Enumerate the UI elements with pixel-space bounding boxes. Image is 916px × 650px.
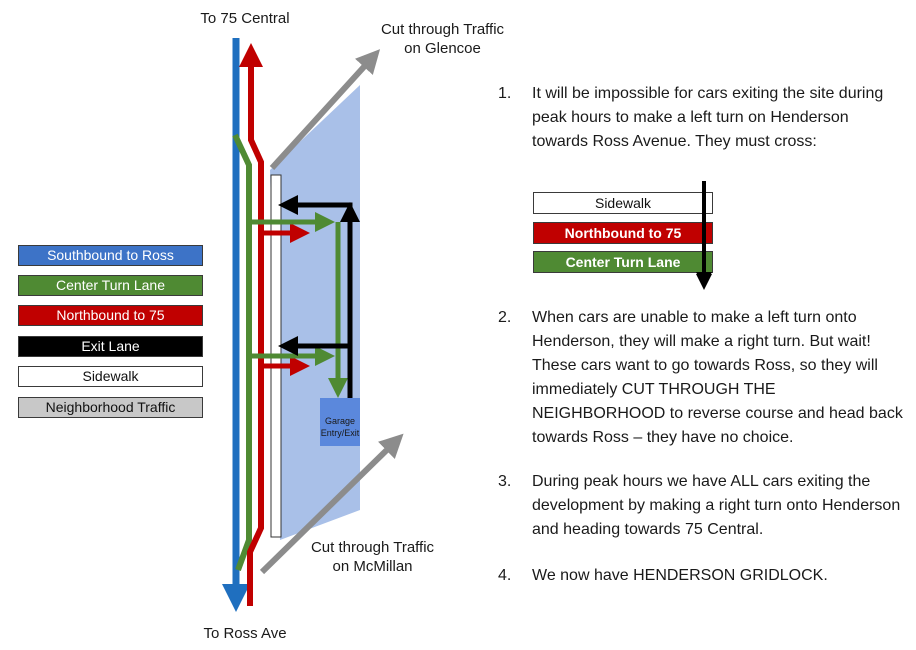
step-text: It will be impossible for cars exiting t… (532, 85, 884, 150)
center-turn-lane (232, 133, 252, 572)
legend-exit-lane: Exit Lane (18, 336, 203, 357)
legend-center-turn-lane: Center Turn Lane (18, 275, 203, 296)
top-direction-label: To 75 Central (200, 10, 290, 27)
step-number: 1. (498, 85, 512, 102)
crossing-sidewalk: Sidewalk (533, 192, 713, 214)
legend-sidewalk: Sidewalk (18, 366, 203, 387)
cut-through-glencoe-label: Cut through Traffic on Glencoe (380, 21, 505, 57)
bottom-direction-label: To Ross Ave (203, 625, 287, 642)
legend-neighborhood-traffic: Neighborhood Traffic (18, 397, 203, 418)
garage-label: Garage Entry/Exit (320, 416, 360, 438)
legend-southbound: Southbound to Ross (18, 245, 203, 266)
crossing-northbound: Northbound to 75 (533, 222, 713, 244)
cut-through-mcmillan-label: Cut through Traffic on McMillan (310, 539, 435, 575)
garage-entry-exit: Garage Entry/Exit (320, 398, 360, 446)
step-text: During peak hours we have ALL cars exiti… (532, 473, 901, 538)
legend-northbound: Northbound to 75 (18, 305, 203, 326)
cut-through-glencoe-arrow (269, 49, 381, 171)
step-number: 4. (498, 567, 512, 584)
step-text: We now have HENDERSON GRIDLOCK. (532, 567, 828, 584)
cut-through-mcmillan-arrow (259, 433, 404, 575)
step-number: 2. (498, 309, 512, 326)
step-text: When cars are unable to make a left turn… (532, 309, 903, 446)
northbound-lane-arrow (239, 43, 264, 606)
crossing-center-turn-lane: Center Turn Lane (533, 251, 713, 273)
step-number: 3. (498, 473, 512, 490)
